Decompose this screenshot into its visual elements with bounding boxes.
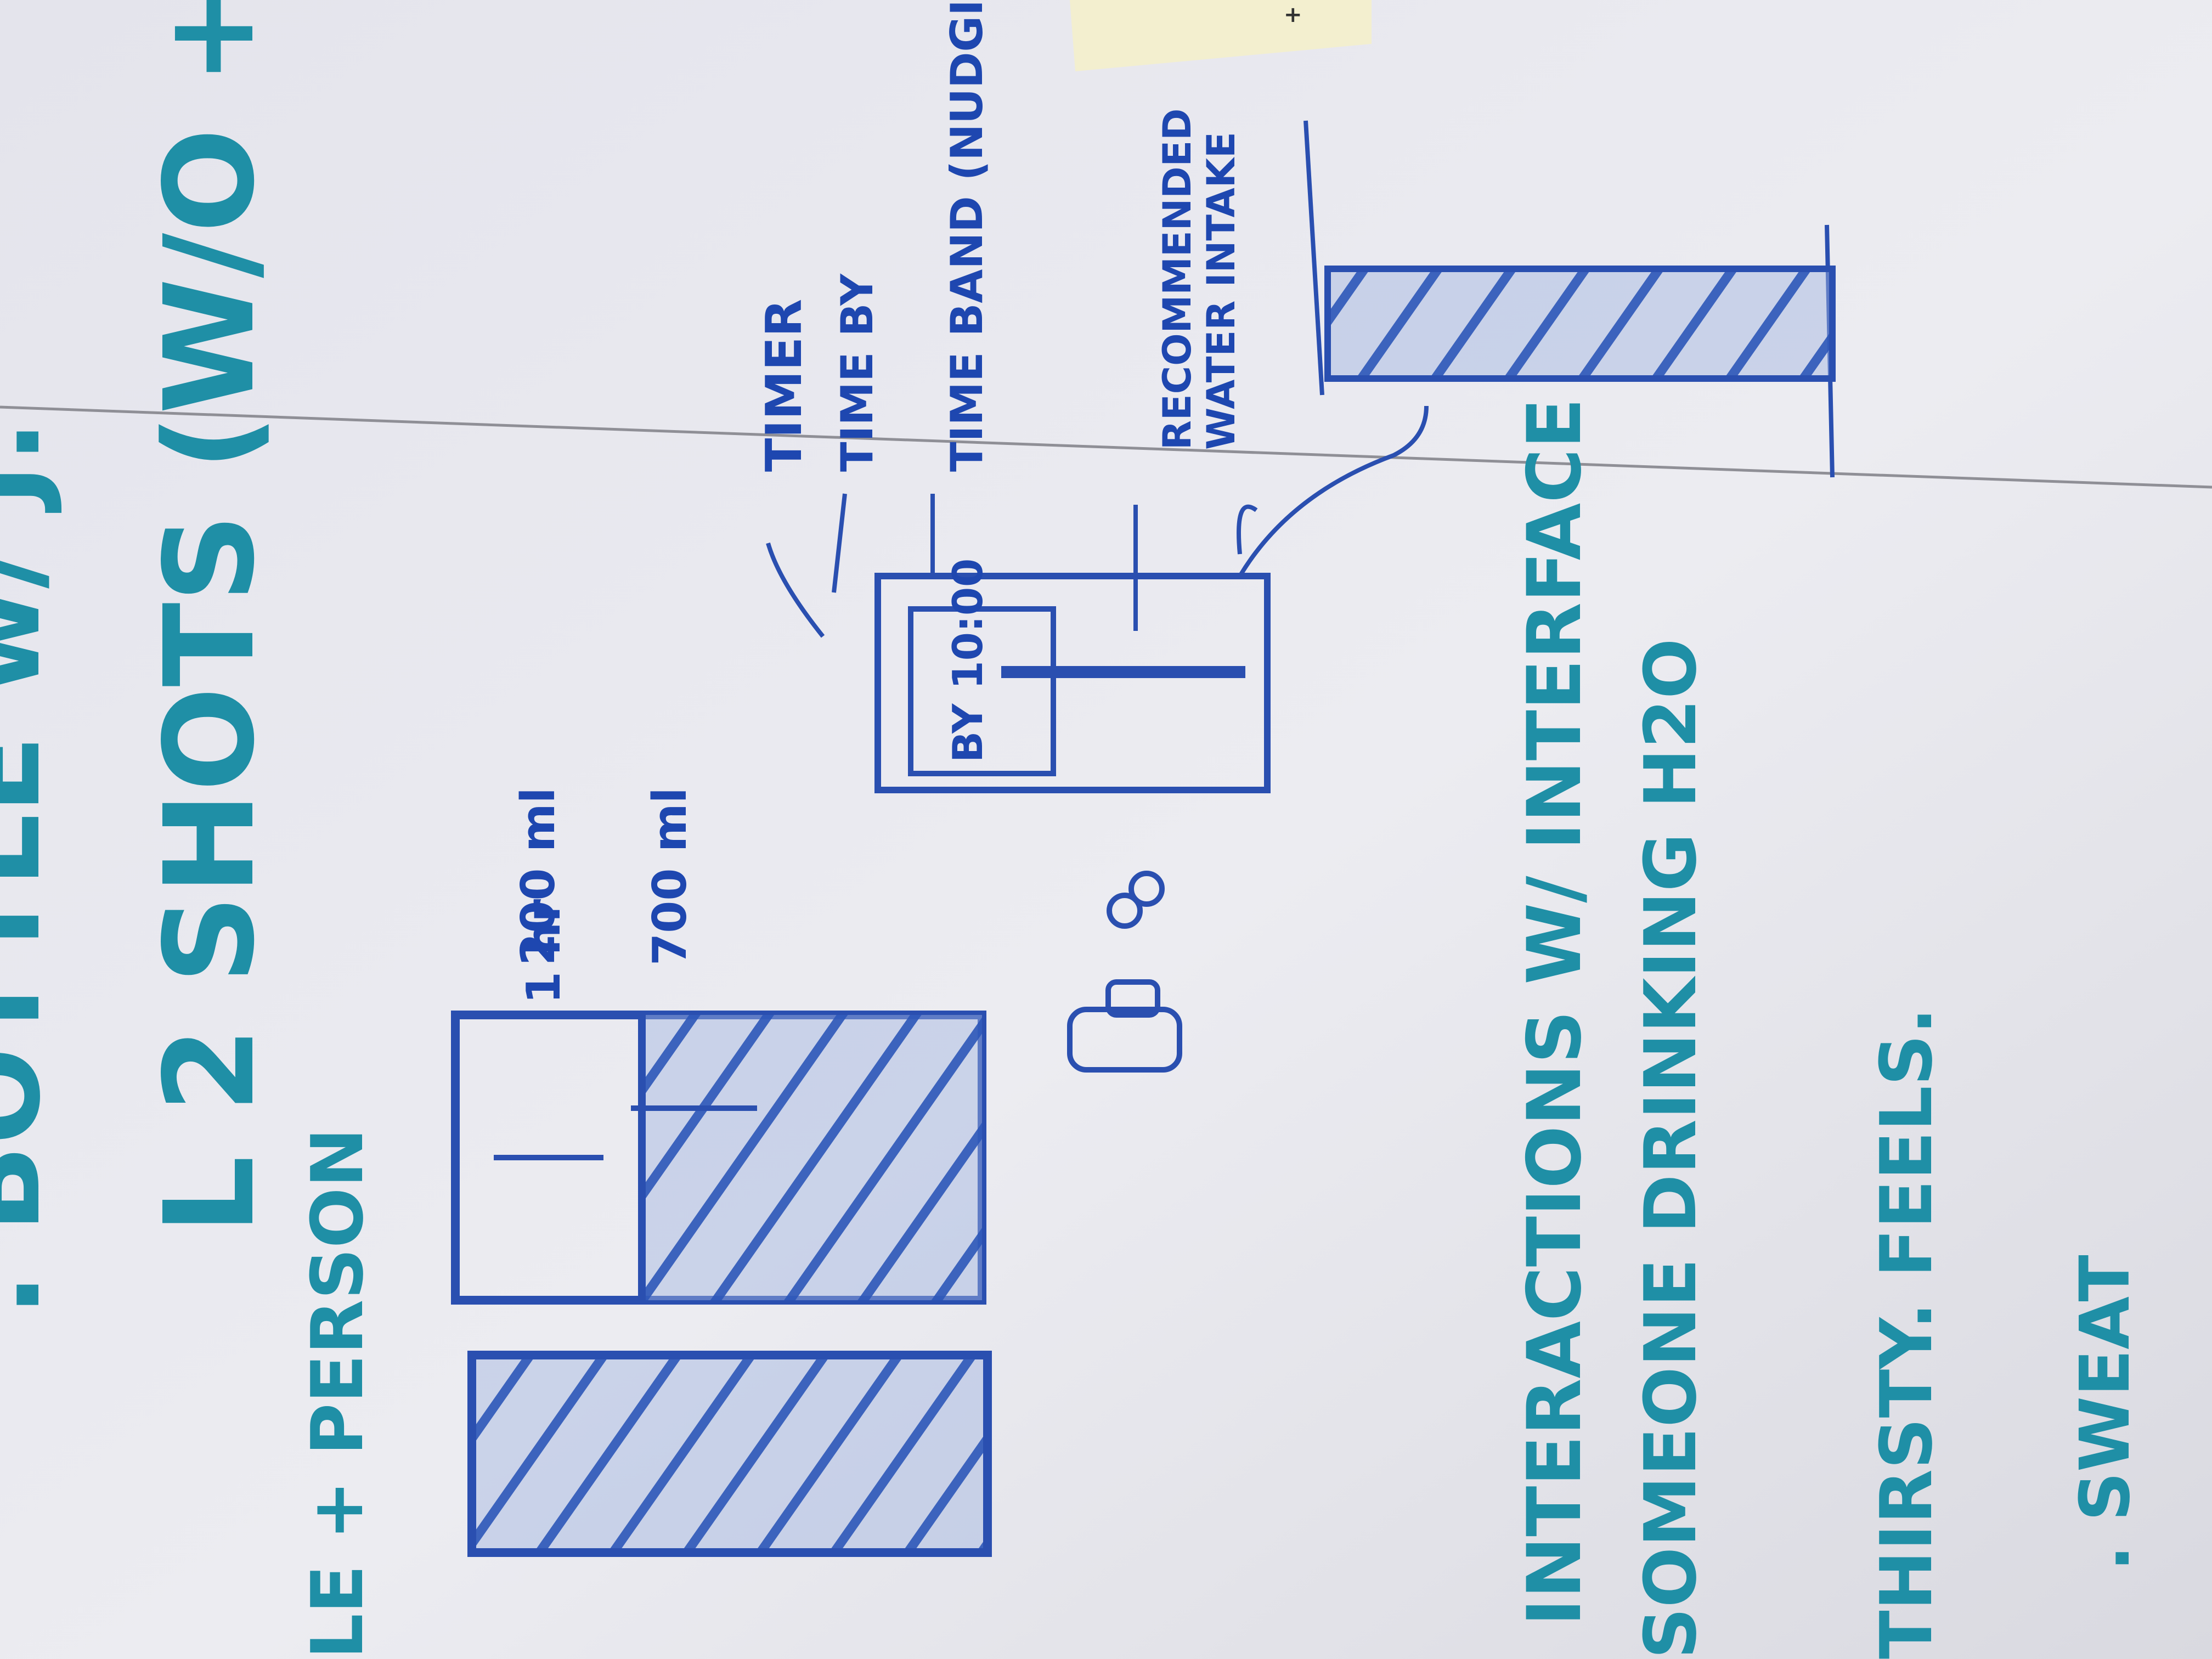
water-intake-label: WATER INTAKE xyxy=(1199,132,1244,450)
sticky-note xyxy=(1070,0,1372,71)
bottle-person-text: LE + PERSON xyxy=(296,1128,379,1659)
sweat-text: . SWEAT xyxy=(2066,1255,2145,1571)
bottle-fragment-text: . BOTTLE w/ J. xyxy=(0,420,66,1317)
ml-700-label: 700 ml xyxy=(643,787,697,966)
full-bottle-sketch xyxy=(467,1351,992,1557)
one-hour-label: 1 hr xyxy=(517,899,571,1004)
sticky-note-mark: + xyxy=(1284,2,1302,27)
thirsty-feels-text: THIRSTY. FEELS. xyxy=(1865,1007,1948,1659)
small-bottle-doodle xyxy=(1067,871,1182,1073)
annotation-arrows xyxy=(766,405,1429,638)
time-by-label: TIME BY xyxy=(832,273,883,472)
panel-seam xyxy=(0,405,2212,489)
time-band-label: TIME BAND (NUDGING) xyxy=(941,0,992,472)
watch-interface-sketch xyxy=(874,505,1271,793)
partial-bottle-sketch xyxy=(451,1011,986,1305)
ml-200-label: 200 ml xyxy=(511,787,566,966)
interactions-text: INTERACTIONS W/ INTERFACE xyxy=(1511,398,1598,1626)
someone-drinking-text: SOMEONE DRINKING H2O xyxy=(1629,639,1712,1659)
two-shots-text: L 2 SHOTS (W/O + W) xyxy=(138,0,282,1234)
by-time-label: BY 10:00 xyxy=(944,558,992,763)
water-intake-bar-sketch xyxy=(1304,120,1836,478)
recommended-label: RECOMMENDED xyxy=(1155,109,1200,450)
timer-label: TIMER xyxy=(755,299,813,472)
